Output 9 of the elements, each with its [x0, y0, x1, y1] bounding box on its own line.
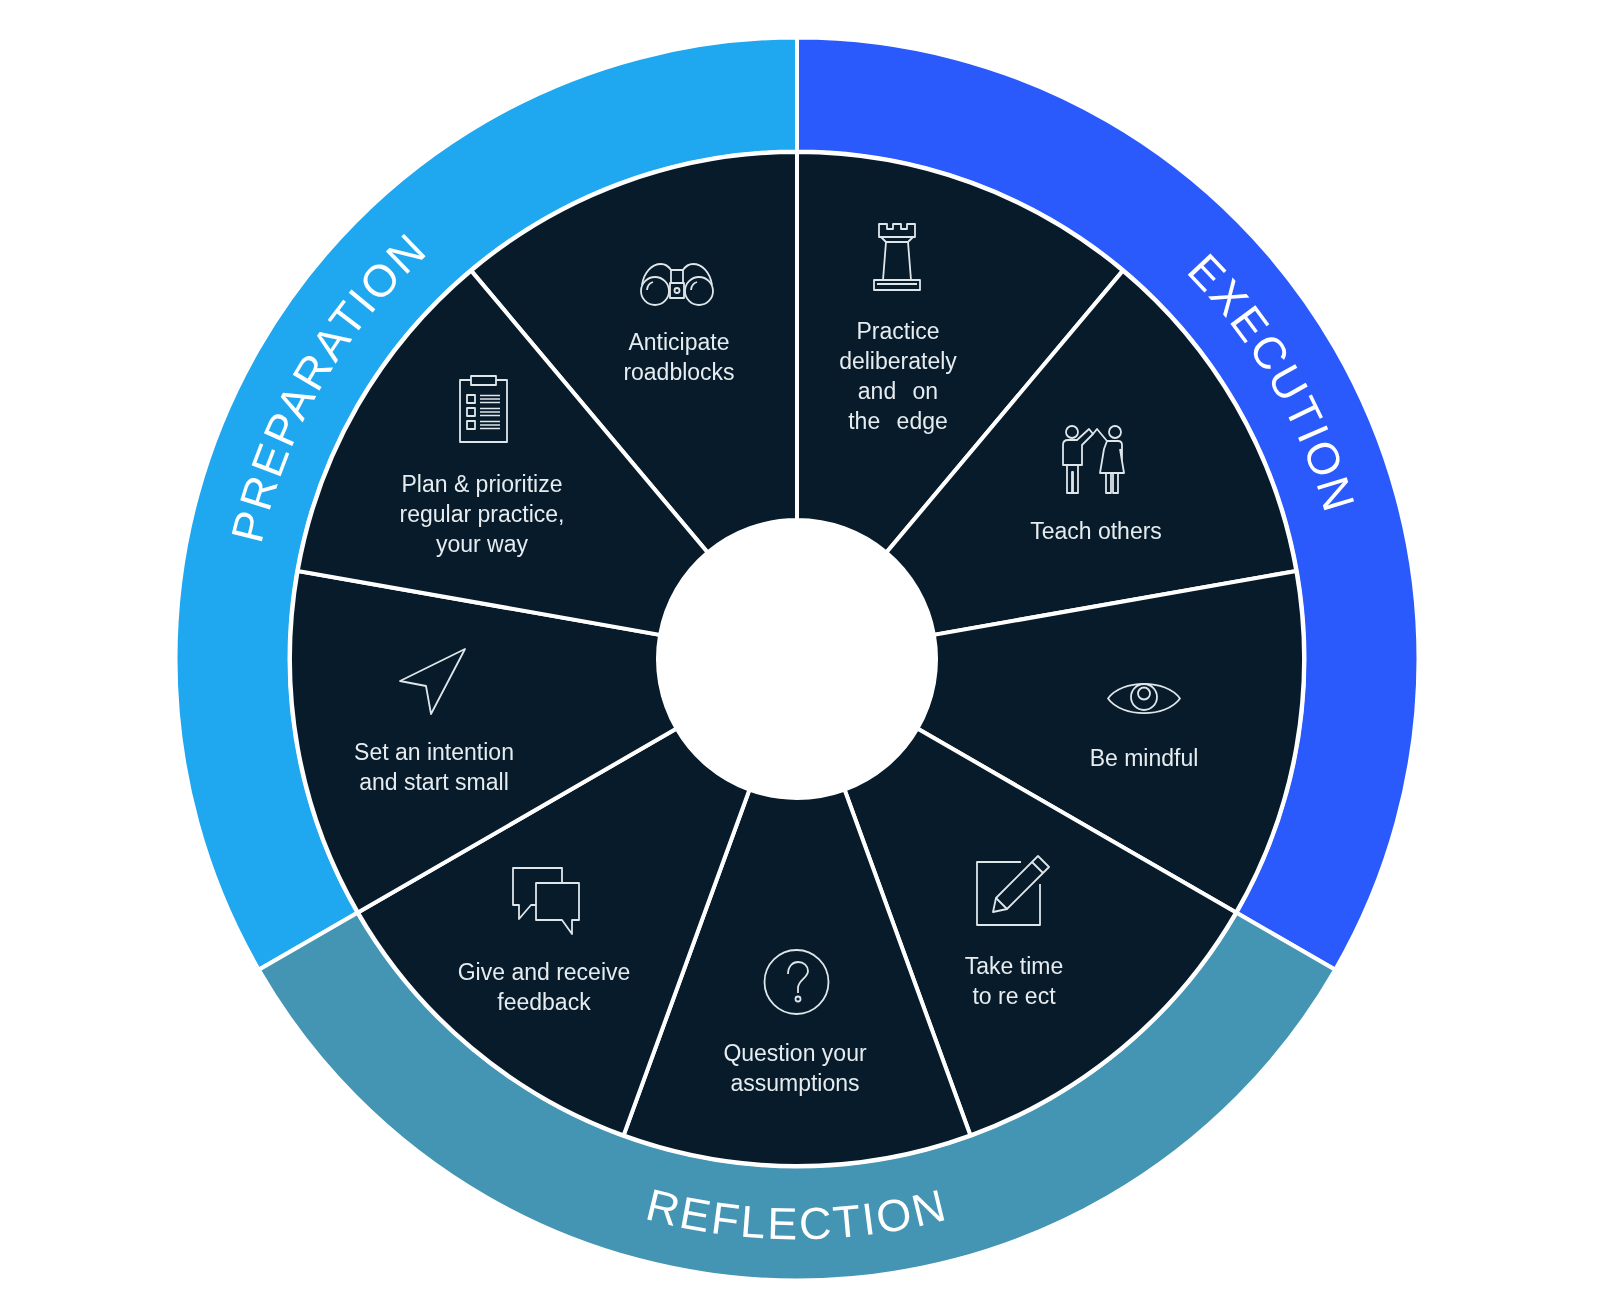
- segment-label: Question your assumptions: [722, 1039, 868, 1098]
- segment-label: Practice deliberately and on the edge: [838, 317, 958, 436]
- segment-label: Set an intention and start small: [353, 738, 515, 797]
- segment-label: Be mindful: [1088, 744, 1200, 773]
- segment-label: Take time to re ect: [963, 952, 1065, 1011]
- segment-label: Give and receive feedback: [456, 958, 632, 1017]
- phase-label: REFLECTION: [641, 1179, 953, 1250]
- segment-label: Anticipate roadblocks: [622, 328, 736, 387]
- segment-label: Teach others: [1029, 517, 1163, 546]
